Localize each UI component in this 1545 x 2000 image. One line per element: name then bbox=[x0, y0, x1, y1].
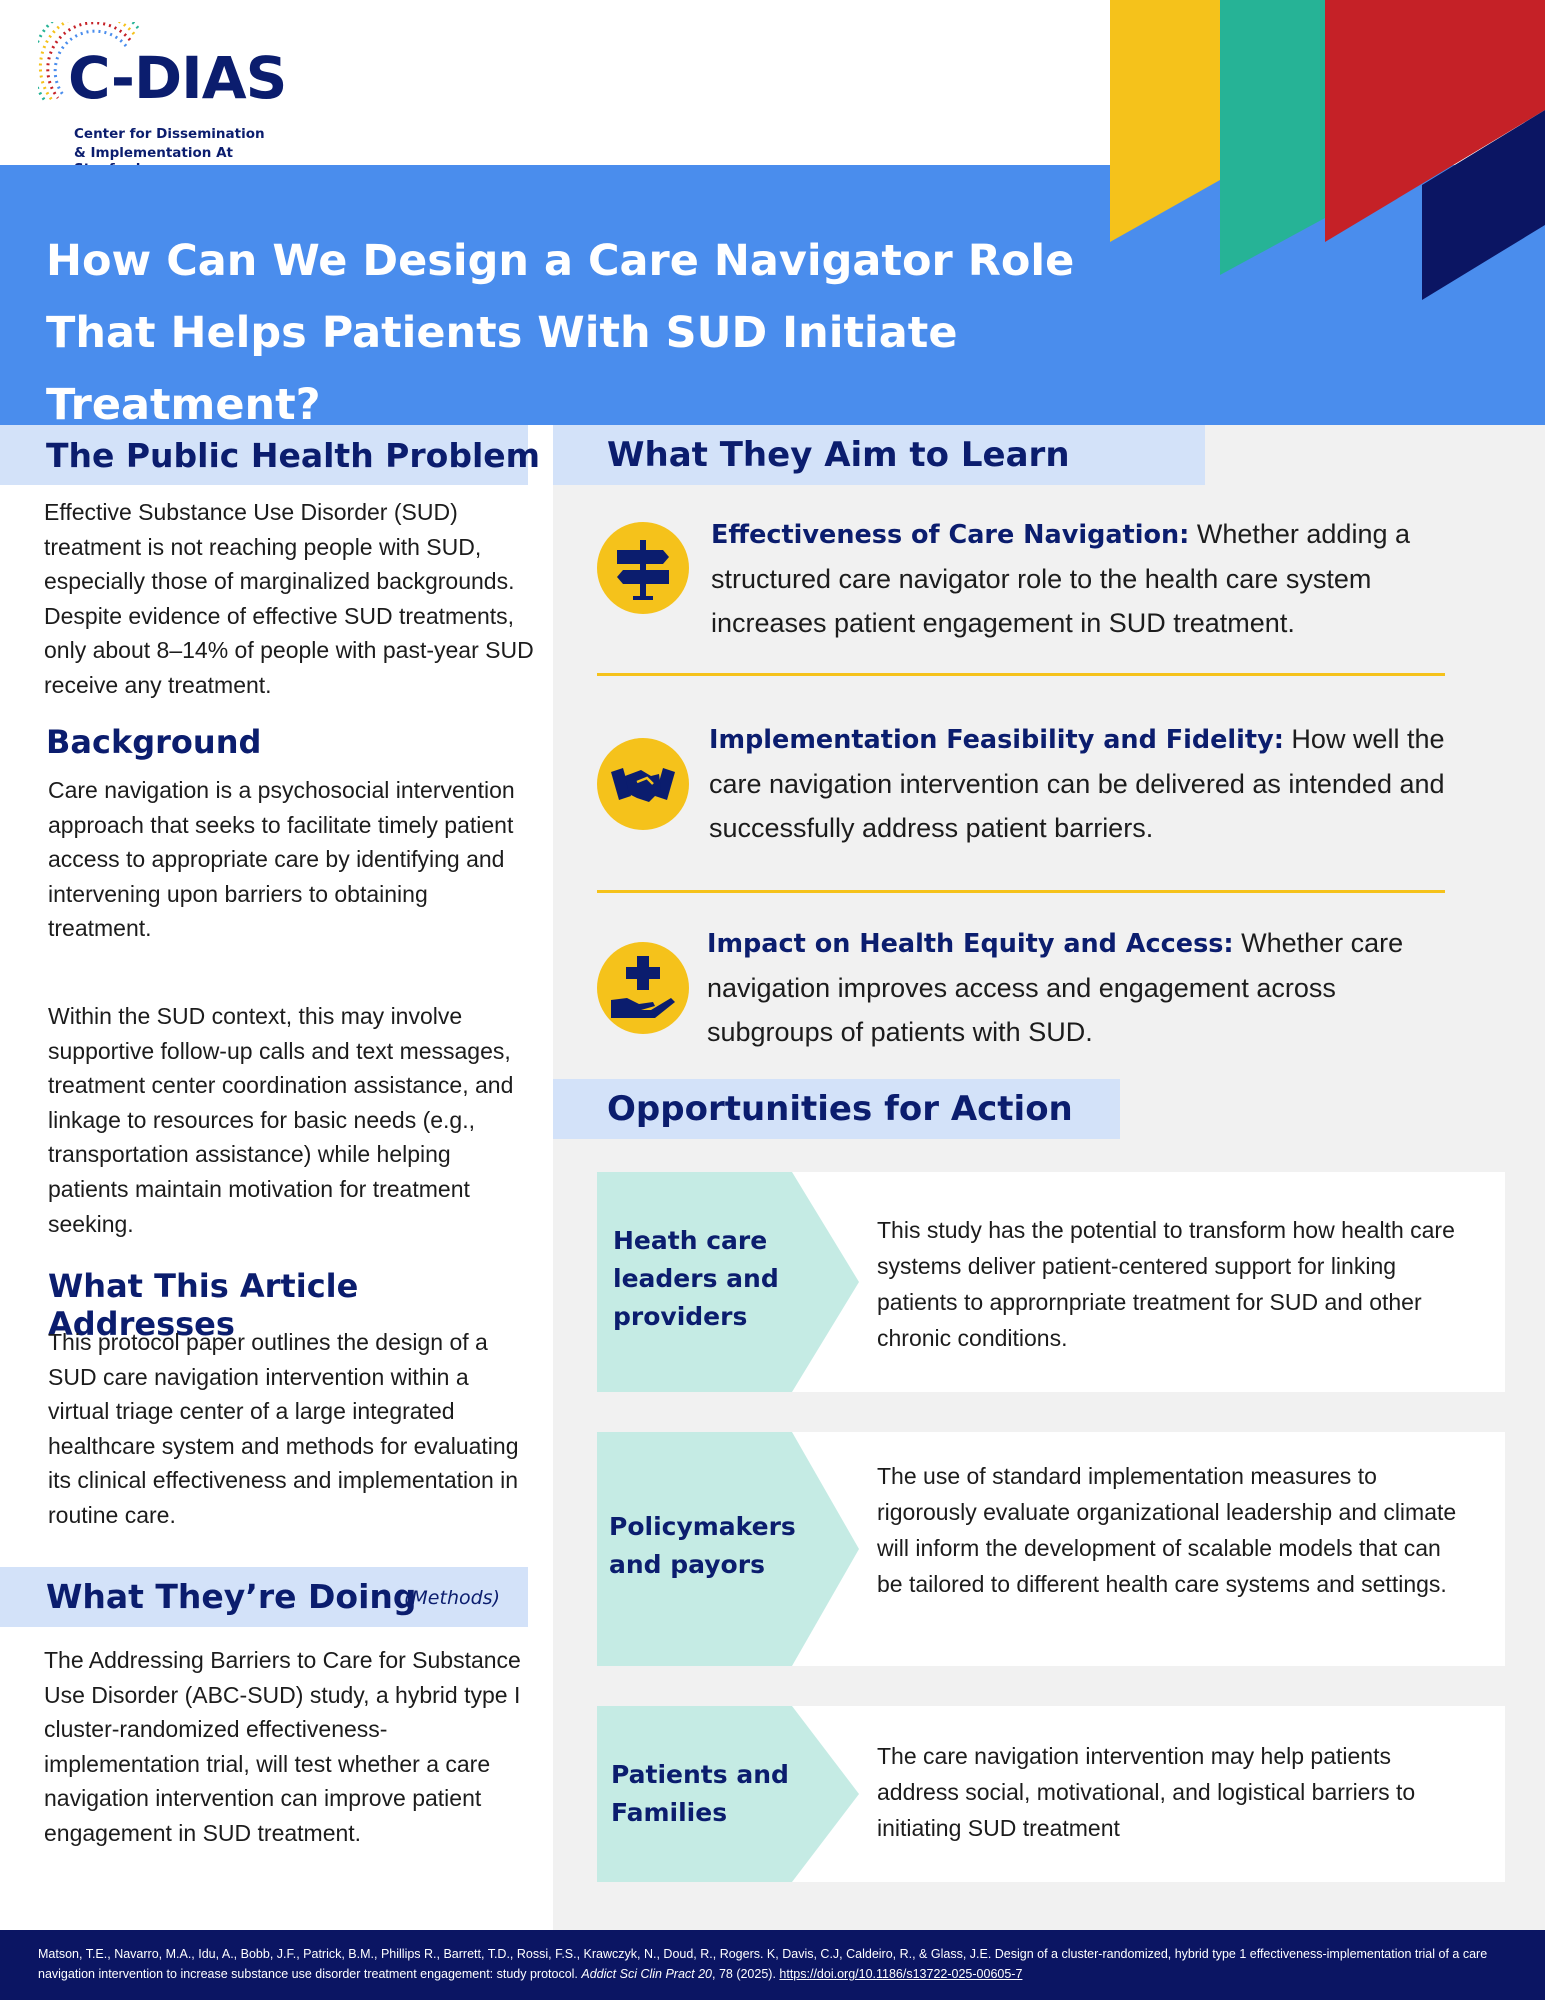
chevron-arrow-shape bbox=[597, 1706, 859, 1882]
right-column: What They Aim to Learn Effectiveness of … bbox=[553, 425, 1545, 1930]
doing-heading: What They’re Doing bbox=[46, 1577, 417, 1616]
left-column: The Public Health Problem Effective Subs… bbox=[0, 425, 553, 1930]
opportunity-card-1: Heath care leaders and providers This st… bbox=[597, 1172, 1505, 1392]
aim-1-text: Whether adding a structured care navigat… bbox=[711, 519, 1410, 638]
aim-divider-2 bbox=[597, 890, 1445, 893]
problem-section-bar bbox=[0, 425, 528, 485]
citation-text: Matson, T.E., Navarro, M.A., Idu, A., Bo… bbox=[38, 1947, 1488, 1981]
opportunity-2-text: The use of standard implementation measu… bbox=[877, 1463, 1457, 1597]
citation-footer: Matson, T.E., Navarro, M.A., Idu, A., Bo… bbox=[0, 1930, 1545, 2000]
aim-3: Impact on Health Equity and Access: Whet… bbox=[707, 921, 1467, 1054]
aim-2-icon-circle bbox=[597, 738, 689, 830]
citation: Matson, T.E., Navarro, M.A., Idu, A., Bo… bbox=[38, 1944, 1508, 1984]
page-title-line2: That Helps Patients With SUD Initiate Tr… bbox=[46, 308, 958, 430]
title-banner: How Can We Design a Care Navigator Role … bbox=[0, 165, 1545, 430]
opportunity-3-audience: Patients and Families bbox=[611, 1760, 789, 1827]
aim-2: Implementation Feasibility and Fidelity:… bbox=[709, 717, 1499, 850]
citation-volume: , 78 (2025). bbox=[712, 1967, 780, 1981]
aim-1: Effectiveness of Care Navigation: Whethe… bbox=[711, 512, 1471, 645]
opportunity-card-3: Patients and Families The care navigatio… bbox=[597, 1706, 1505, 1882]
background-heading: Background bbox=[46, 723, 262, 761]
citation-journal: Addict Sci Clin Pract 20 bbox=[581, 1967, 712, 1981]
aim-2-title: Implementation Feasibility and Fidelity: bbox=[709, 725, 1284, 755]
opportunity-1-audience: Heath care leaders and providers bbox=[613, 1226, 779, 1331]
doing-text: The Addressing Barriers to Care for Subs… bbox=[44, 1647, 521, 1846]
health-care-hand-icon bbox=[611, 956, 675, 1018]
doing-subheading: (Methods) bbox=[404, 1587, 500, 1609]
aim-2-text: How well the care navigation interventio… bbox=[709, 724, 1445, 843]
c-dias-logo: C-DIAS Center for Dissemination & Implem… bbox=[38, 20, 298, 177]
background-text-1: Care navigation is a psychosocial interv… bbox=[48, 777, 515, 942]
opportunity-2-audience: Policymakers and payors bbox=[609, 1512, 796, 1579]
problem-text: Effective Substance Use Disorder (SUD) t… bbox=[44, 499, 534, 698]
aims-section-bar bbox=[553, 425, 1205, 485]
opportunity-1-text: This study has the potential to transfor… bbox=[877, 1217, 1455, 1351]
page-title-line1: How Can We Design a Care Navigator Role bbox=[46, 236, 1075, 286]
doi-link[interactable]: https://doi.org/10.1186/s13722-025-00605… bbox=[779, 1967, 1023, 1981]
doing-section-bar bbox=[0, 1567, 528, 1627]
opportunities-heading: Opportunities for Action bbox=[607, 1089, 1073, 1129]
opportunity-3-text: The care navigation intervention may hel… bbox=[877, 1743, 1416, 1841]
logo-wordmark: C-DIAS bbox=[68, 44, 287, 112]
chevron-arrow-shape bbox=[597, 1172, 859, 1392]
page-title: How Can We Design a Care Navigator Role … bbox=[46, 225, 1246, 441]
opportunity-card-2: Policymakers and payors The use of stand… bbox=[597, 1432, 1505, 1666]
article-text: This protocol paper outlines the design … bbox=[48, 1329, 519, 1528]
aim-3-icon-circle bbox=[597, 942, 689, 1034]
logo-subtitle-line1: Center for Dissemination bbox=[74, 126, 265, 142]
aim-3-title: Impact on Health Equity and Access: bbox=[707, 929, 1234, 959]
aim-1-title: Effectiveness of Care Navigation: bbox=[711, 520, 1190, 550]
aims-heading: What They Aim to Learn bbox=[607, 435, 1070, 475]
signpost-icon bbox=[617, 540, 669, 600]
article-heading: What This Article Addresses bbox=[48, 1267, 359, 1343]
aim-3-text: Whether care navigation improves access … bbox=[707, 928, 1404, 1047]
dotted-arc-icon bbox=[38, 22, 140, 103]
background-text-2: Within the SUD context, this may involve… bbox=[48, 1003, 514, 1237]
aim-divider-1 bbox=[597, 673, 1445, 676]
problem-heading: The Public Health Problem bbox=[46, 436, 541, 475]
aim-1-icon-circle bbox=[597, 522, 689, 614]
chevron-arrow-shape bbox=[597, 1432, 859, 1666]
decorative-flags bbox=[1110, 0, 1545, 300]
handshake-icon bbox=[611, 768, 675, 802]
opportunities-section-bar bbox=[553, 1079, 1120, 1139]
